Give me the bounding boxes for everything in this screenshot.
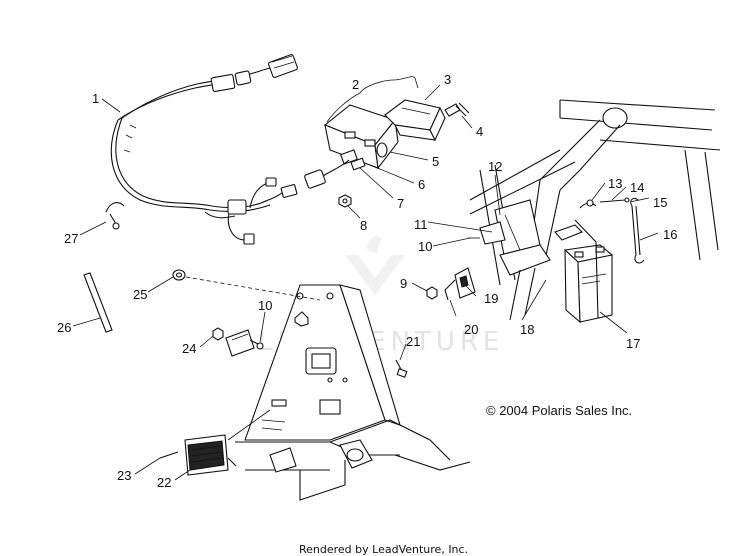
part-label-8: 8 [360, 218, 367, 233]
bulb-and-socket [304, 142, 388, 189]
part-label-22: 22 [157, 475, 171, 490]
part-label-10-upper: 10 [418, 239, 432, 254]
part-label-16: 16 [663, 227, 677, 242]
taillight-assembly [323, 99, 446, 170]
strap-bracket [468, 221, 506, 245]
relay-and-hardware [212, 327, 264, 357]
part-label-3: 3 [444, 72, 451, 87]
vehicle-frame [469, 99, 721, 321]
nut [338, 194, 352, 208]
part-label-2: 2 [352, 77, 359, 92]
part-number-labels: 1 2 3 4 5 6 7 8 27 12 13 14 15 16 11 10 … [57, 72, 677, 490]
footer-credit: Rendered by LeadVenture, Inc. [299, 543, 468, 556]
part-label-10-lower: 10 [258, 298, 272, 313]
leader-lines [72, 76, 659, 481]
part-label-23: 23 [117, 468, 131, 483]
cable-tie [83, 272, 113, 333]
part-label-17: 17 [626, 336, 640, 351]
part-label-24: 24 [182, 341, 196, 356]
part-label-12: 12 [488, 159, 502, 174]
mounting-bracket [426, 267, 476, 301]
harness-clip [105, 202, 125, 230]
part-label-13: 13 [608, 176, 622, 191]
part-label-15: 15 [653, 195, 667, 210]
bolt [395, 359, 408, 378]
part-label-1: 1 [92, 91, 99, 106]
voltage-regulator [159, 434, 237, 476]
part-label-5: 5 [432, 154, 439, 169]
part-label-20: 20 [464, 322, 478, 337]
screw [444, 102, 470, 117]
part-label-4: 4 [476, 124, 483, 139]
part-label-18: 18 [520, 322, 534, 337]
part-label-7: 7 [397, 196, 404, 211]
watermark-logo [345, 235, 405, 295]
lower-frame [235, 419, 471, 501]
part-label-21: 21 [406, 334, 420, 349]
wiring-harness [110, 54, 298, 245]
part-label-9: 9 [400, 276, 407, 291]
battery-and-hardware [554, 197, 645, 324]
part-label-27: 27 [64, 231, 78, 246]
grommet-guide-line [185, 276, 321, 301]
part-label-19: 19 [484, 291, 498, 306]
part-label-14: 14 [630, 180, 644, 195]
part-label-26: 26 [57, 320, 71, 335]
part-label-11: 11 [414, 217, 428, 232]
part-label-6: 6 [418, 177, 425, 192]
copyright-notice: © 2004 Polaris Sales Inc. [486, 403, 632, 418]
part-label-25: 25 [133, 287, 147, 302]
grommet [172, 269, 186, 281]
